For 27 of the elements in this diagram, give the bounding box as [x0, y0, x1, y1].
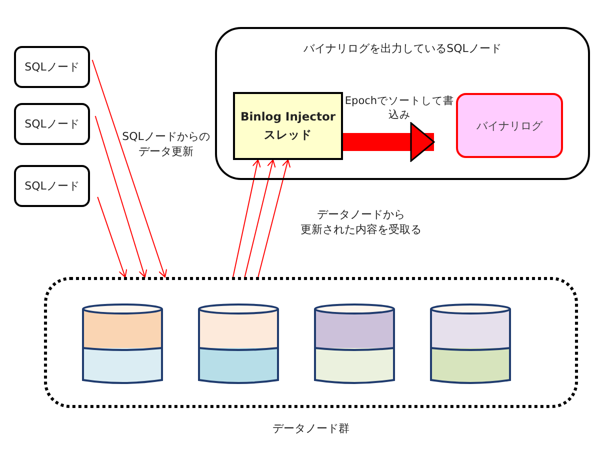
- database-cylinder: [314, 303, 395, 385]
- edge-label: Epochでソートして書込み: [344, 94, 454, 122]
- node-label: バイナリログ: [476, 118, 544, 133]
- database-cylinder: [430, 303, 511, 385]
- node-label: SQLノード: [24, 60, 80, 74]
- server-frame: [215, 27, 590, 180]
- sql-node-box: [14, 46, 90, 88]
- arrow: [97, 196, 128, 278]
- arrow: [92, 59, 168, 278]
- annotation-text: データノードから更新された内容を受取る: [300, 207, 422, 237]
- arrow: [258, 160, 291, 278]
- arrow: [232, 160, 261, 278]
- block-arrow: [343, 122, 435, 162]
- node-label: SQLノード: [24, 178, 80, 194]
- database-cylinder: [82, 303, 163, 385]
- arrow: [244, 160, 276, 278]
- arrow: [94, 116, 148, 278]
- node-label: Binlog Injector スレッド: [239, 108, 337, 144]
- binlog-box: [456, 93, 563, 158]
- sql-node-box: [14, 165, 90, 207]
- group-caption: データノード群: [272, 421, 350, 436]
- thread-box: [233, 92, 343, 160]
- database-cylinder: [198, 303, 279, 385]
- frame-heading: バイナリログを出力しているSQLノード: [302, 41, 502, 56]
- annotation-text: SQLノードからのデータ更新: [121, 129, 211, 159]
- node-label: SQLノード: [24, 116, 80, 132]
- sql-node-box: [14, 103, 90, 145]
